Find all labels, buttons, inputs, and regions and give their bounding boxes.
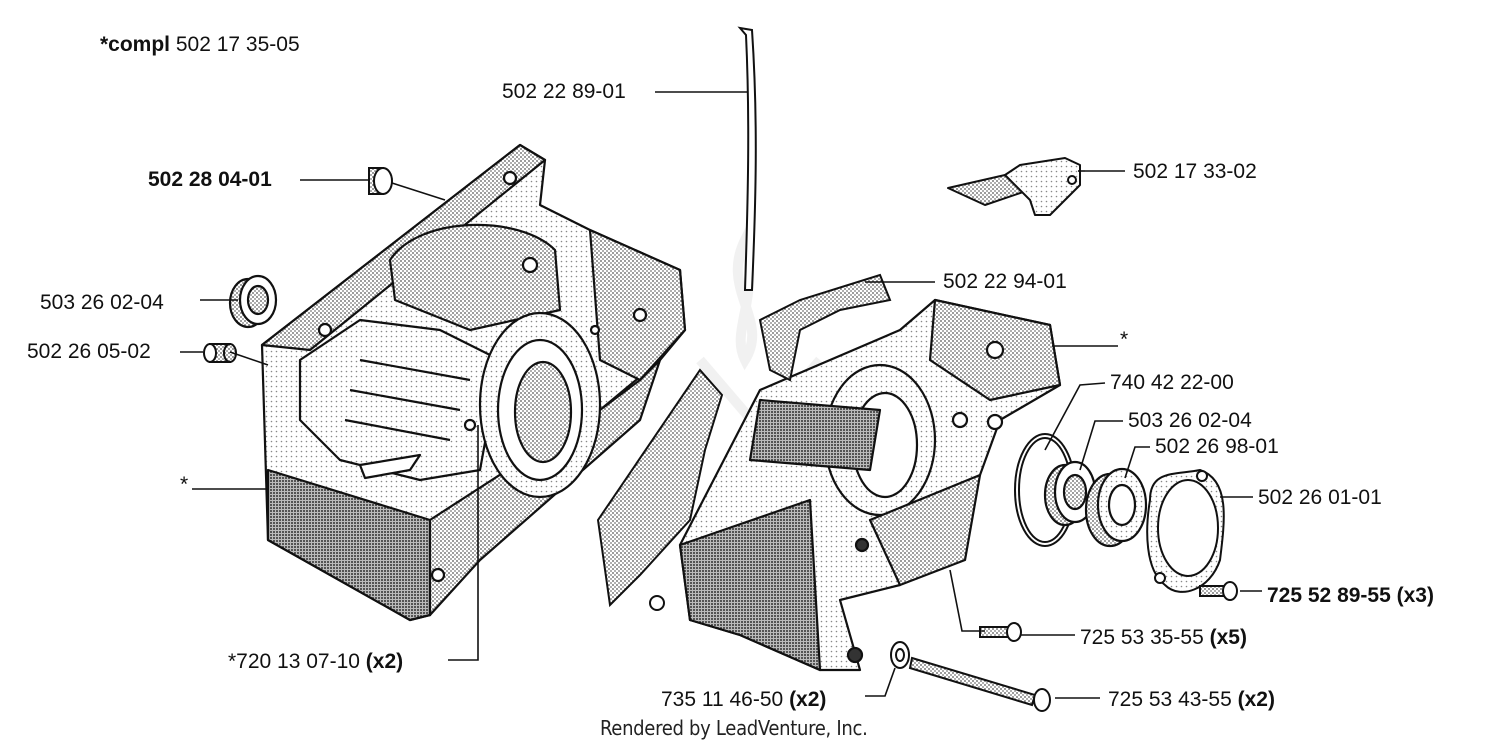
label-bearing-ring: 502 26 98-01 [1155, 435, 1279, 458]
bushing-left-part [203, 343, 237, 363]
leader-lines [180, 91, 1262, 699]
label-gasket: 502 22 94-01 [943, 270, 1067, 293]
screw-mid-part-number: 725 53 35-55 [1080, 626, 1204, 649]
long-bolt-part [908, 656, 1051, 712]
label-star-right: * [1120, 328, 1129, 351]
label-bracket: 502 17 33-02 [1133, 160, 1257, 183]
screw-left-part-number: *720 13 07-10 [228, 650, 360, 673]
bearing-ring-part [1084, 467, 1148, 548]
plug-part [368, 167, 393, 195]
screw-mid-part [979, 622, 1022, 642]
label-cover: 502 26 01-01 [1258, 486, 1382, 509]
crankcase-gasket [596, 273, 892, 608]
compl-prefix: *compl [100, 33, 171, 56]
label-washer: 735 11 46-50 (x2) [661, 688, 826, 712]
label-star-left: * [180, 473, 189, 496]
screw-cover-part-number: 725 52 89-55 [1267, 584, 1391, 607]
screw-cover-part [1199, 581, 1238, 601]
screw-left-qty: (x2) [365, 650, 404, 673]
washer-part [890, 641, 910, 669]
label-bushing-left: 502 26 05-02 [27, 340, 151, 363]
label-plug: 502 28 04-01 [148, 168, 272, 191]
label-seal-right: 503 26 02-04 [1128, 409, 1252, 432]
label-screw-left: *720 13 07-10 (x2) [228, 650, 403, 674]
cover-part [1146, 468, 1225, 593]
label-screw-cover: 725 52 89-55 (x3) [1267, 584, 1434, 608]
washer-part-number: 735 11 46-50 [661, 688, 784, 711]
screw-mid-qty: (x5) [1209, 626, 1247, 649]
right-crankcase-half [678, 298, 1062, 672]
label-seal-left: 503 26 02-04 [40, 291, 164, 314]
compl-header: *compl 502 17 35-05 [100, 33, 300, 57]
oil-pipe [737, 26, 757, 291]
bracket-part [947, 157, 1081, 216]
label-oil-pipe: 502 22 89-01 [502, 80, 626, 103]
left-crankcase-half [260, 143, 687, 622]
label-spring-ring: 740 42 22-00 [1110, 371, 1234, 394]
label-long-bolt: 725 53 43-55 (x2) [1108, 688, 1275, 712]
washer-qty: (x2) [789, 688, 827, 711]
long-bolt-qty: (x2) [1237, 688, 1275, 711]
long-bolt-part-number: 725 53 43-55 [1108, 688, 1232, 711]
compl-part-number: 502 17 35-05 [175, 33, 300, 56]
render-credit: Rendered by LeadVenture, Inc. [600, 716, 868, 740]
seal-left-part [228, 274, 278, 329]
screw-cover-qty: (x3) [1396, 584, 1434, 607]
label-screw-mid: 725 53 35-55 (x5) [1080, 626, 1247, 650]
